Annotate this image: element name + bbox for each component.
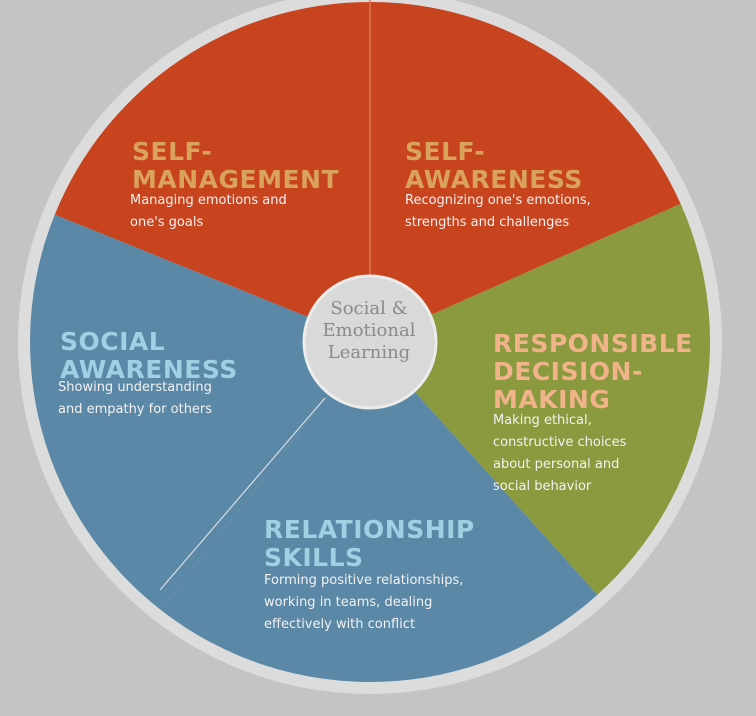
segment-relationship-skills [160, 342, 598, 682]
segment-self-management [54, 2, 371, 342]
self-awareness-desc: Recognizing one's emotions, strengths an… [405, 193, 591, 230]
self-management-desc: Managing emotions and one's goals [130, 193, 287, 230]
divider-bottom [159, 397, 326, 591]
responsible-decision-making-desc: Making ethical, constructive choices abo… [493, 413, 627, 494]
segment-responsible-decision-making [370, 203, 711, 595]
social-awareness-title: SOCIAL AWARENESS [60, 327, 238, 384]
center-circle [302, 274, 438, 410]
center-label: Social & Emotional Learning [322, 298, 416, 363]
relationship-skills-desc: Forming positive relationships, working … [264, 573, 464, 632]
social-awareness-desc: Showing understanding and empathy for ot… [58, 380, 213, 417]
self-management-title: SELF- MANAGEMENT [132, 137, 340, 194]
self-awareness-title: SELF- AWARENESS [405, 137, 583, 194]
segment-social-awareness [30, 214, 370, 610]
segment-self-awareness [370, 2, 681, 342]
relationship-skills-title: RELATIONSHIP SKILLS [264, 515, 475, 572]
responsible-decision-making-title: RESPONSIBLE DECISION- MAKING [493, 329, 693, 414]
